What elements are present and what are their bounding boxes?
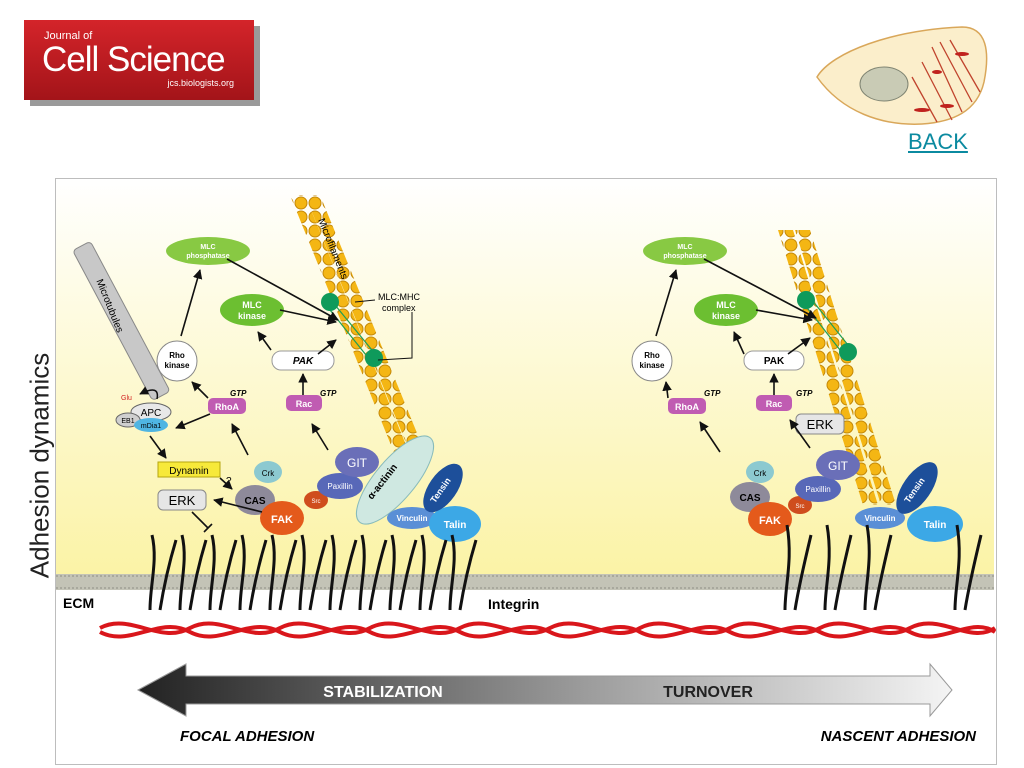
mlc-mhc-label-2: complex <box>382 303 416 313</box>
stabilization-label: STABILIZATION <box>323 684 442 701</box>
focal-adhesion-label: FOCAL ADHESION <box>180 728 315 745</box>
fak-label: FAK <box>759 515 781 527</box>
eb1-label: EB1 <box>121 418 134 425</box>
git-label: GIT <box>828 459 849 473</box>
mlc-kinase-label-2: kinase <box>238 311 266 321</box>
src-label: Src <box>796 504 805 510</box>
logo-title: Cell Science <box>42 40 226 79</box>
mlc-kinase-label-1: MLC <box>242 300 262 310</box>
vinculin-label: Vinculin <box>397 514 428 523</box>
nascent-adhesion-label: NASCENT ADHESION <box>821 728 977 745</box>
rho-kinase-label-2: kinase <box>640 361 665 370</box>
mlc-kinase-label-2: kinase <box>712 311 740 321</box>
rac-label: Rac <box>766 399 783 409</box>
dynamin-label: Dynamin <box>169 466 208 477</box>
cell-illustration <box>816 26 988 125</box>
rhoa-label: RhoA <box>675 402 699 412</box>
mdia1-label: mDia1 <box>141 423 161 430</box>
erk-label: ERK <box>807 417 834 432</box>
apc-label: APC <box>141 408 162 419</box>
integrin-label: Integrin <box>488 596 539 612</box>
gtp-label: GTP <box>704 389 721 398</box>
pak-label: PAK <box>764 356 785 367</box>
turnover-label: TURNOVER <box>663 684 753 701</box>
talin-label: Talin <box>924 520 947 531</box>
mlc-phosphatase-label-2: phosphatase <box>663 253 706 260</box>
diagram-panel <box>55 178 997 765</box>
paxillin-label: Paxillin <box>327 482 352 491</box>
mlc-mhc-label-1: MLC:MHC <box>378 292 420 302</box>
mlc-phosphatase-label-1: MLC <box>200 244 215 251</box>
gtp-label: GTP <box>230 389 247 398</box>
back-link[interactable]: BACK <box>908 129 968 154</box>
rho-kinase-label-1: Rho <box>644 351 660 360</box>
rho-kinase-label-1: Rho <box>169 351 185 360</box>
rho-kinase-label-2: kinase <box>165 361 190 370</box>
gtp-label: GTP <box>796 389 813 398</box>
y-axis-label: Adhesion dynamics <box>24 352 55 579</box>
cas-label: CAS <box>244 496 265 507</box>
git-label: GIT <box>347 456 368 470</box>
nascent-adhesion-network: MLC phosphatase MLC kinase Rho kinase PA… <box>631 237 963 542</box>
rhoa-label: RhoA <box>215 402 239 412</box>
src-label: Src <box>312 499 321 505</box>
crk-label: Crk <box>262 469 275 478</box>
logo-url: jcs.biologists.org <box>167 78 234 88</box>
glu-label: Glu <box>121 395 132 402</box>
mlc-kinase-label-1: MLC <box>716 300 736 310</box>
logo-journal-of: Journal of <box>44 30 93 42</box>
crk-label: Crk <box>754 469 767 478</box>
pak-label: PAK <box>293 356 314 367</box>
talin-label: Talin <box>444 520 467 531</box>
rac-label: Rac <box>296 399 313 409</box>
vinculin-label: Vinculin <box>865 514 896 523</box>
ecm-label: ECM <box>63 595 94 611</box>
fak-label: FAK <box>271 514 293 526</box>
gtp-label: GTP <box>320 389 337 398</box>
mlc-phosphatase-label-2: phosphatase <box>186 253 229 260</box>
erk-label: ERK <box>169 493 196 508</box>
journal-logo: Journal of Cell Science jcs.biologists.o… <box>24 20 254 100</box>
stabilization-turnover-arrow <box>136 662 953 718</box>
paxillin-label: Paxillin <box>805 485 830 494</box>
mlc-phosphatase-label-1: MLC <box>677 244 692 251</box>
cas-label: CAS <box>739 493 760 504</box>
focal-adhesion-network: MLC phosphatase MLC kinase Rho kinase PA… <box>115 237 481 542</box>
